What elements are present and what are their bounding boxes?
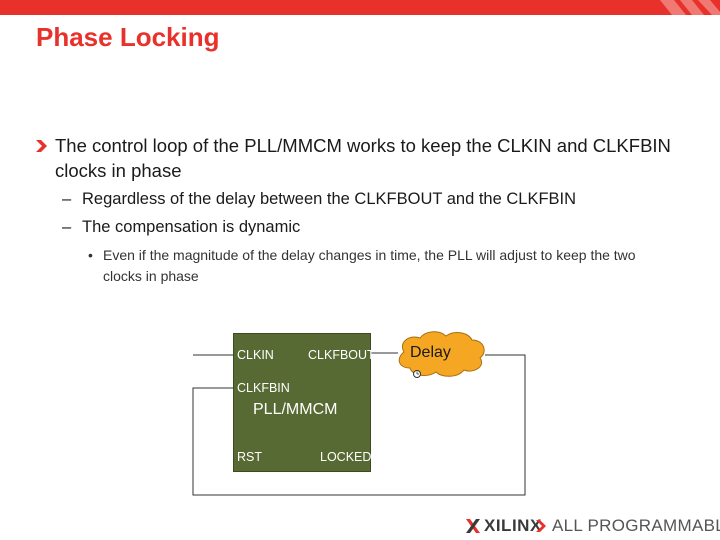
sub-sub-bullet: • Even if the magnitude of the delay cha… [88, 245, 678, 287]
sub-bullet-text: Regardless of the delay between the CLKF… [82, 190, 577, 208]
sub-bullet: –Regardless of the delay between the CLK… [62, 190, 577, 208]
stripe-decoration [660, 0, 720, 15]
sub-bullet-text: The compensation is dynamic [82, 218, 301, 236]
pll-mmcm-block: CLKIN CLKFBOUT CLKFBIN PLL/MMCM RST LOCK… [233, 333, 375, 472]
clock-icon [413, 370, 421, 378]
block-name: PLL/MMCM [253, 401, 338, 418]
brand-tagline: ALL PROGRAMMABLE. [552, 516, 720, 535]
footer-logo: XILINX ALL PROGRAMMABLE. [466, 516, 720, 538]
sub-sub-bullet-text: Even if the magnitude of the delay chang… [103, 247, 636, 284]
port-locked: LOCKED [320, 450, 372, 464]
port-rst: RST [237, 450, 262, 464]
chevron-right-icon [36, 140, 47, 152]
port-clkin: CLKIN [237, 348, 274, 362]
port-clkfbin: CLKFBIN [237, 381, 290, 395]
chevron-right-icon [536, 520, 546, 532]
brand-name: XILINX [484, 516, 542, 535]
port-clkfbout: CLKFBOUT [308, 348, 375, 362]
delay-label: Delay [410, 344, 451, 361]
top-accent-bar [0, 0, 720, 15]
slide-title: Phase Locking [36, 22, 220, 52]
sub-bullet: –The compensation is dynamic [62, 218, 301, 236]
feedback-loop-wire [192, 354, 526, 496]
bullet-text: The control loop of the PLL/MMCM works t… [55, 135, 671, 181]
xilinx-x-logo-icon [466, 519, 480, 533]
bullet-level-1: The control loop of the PLL/MMCM works t… [36, 133, 696, 183]
